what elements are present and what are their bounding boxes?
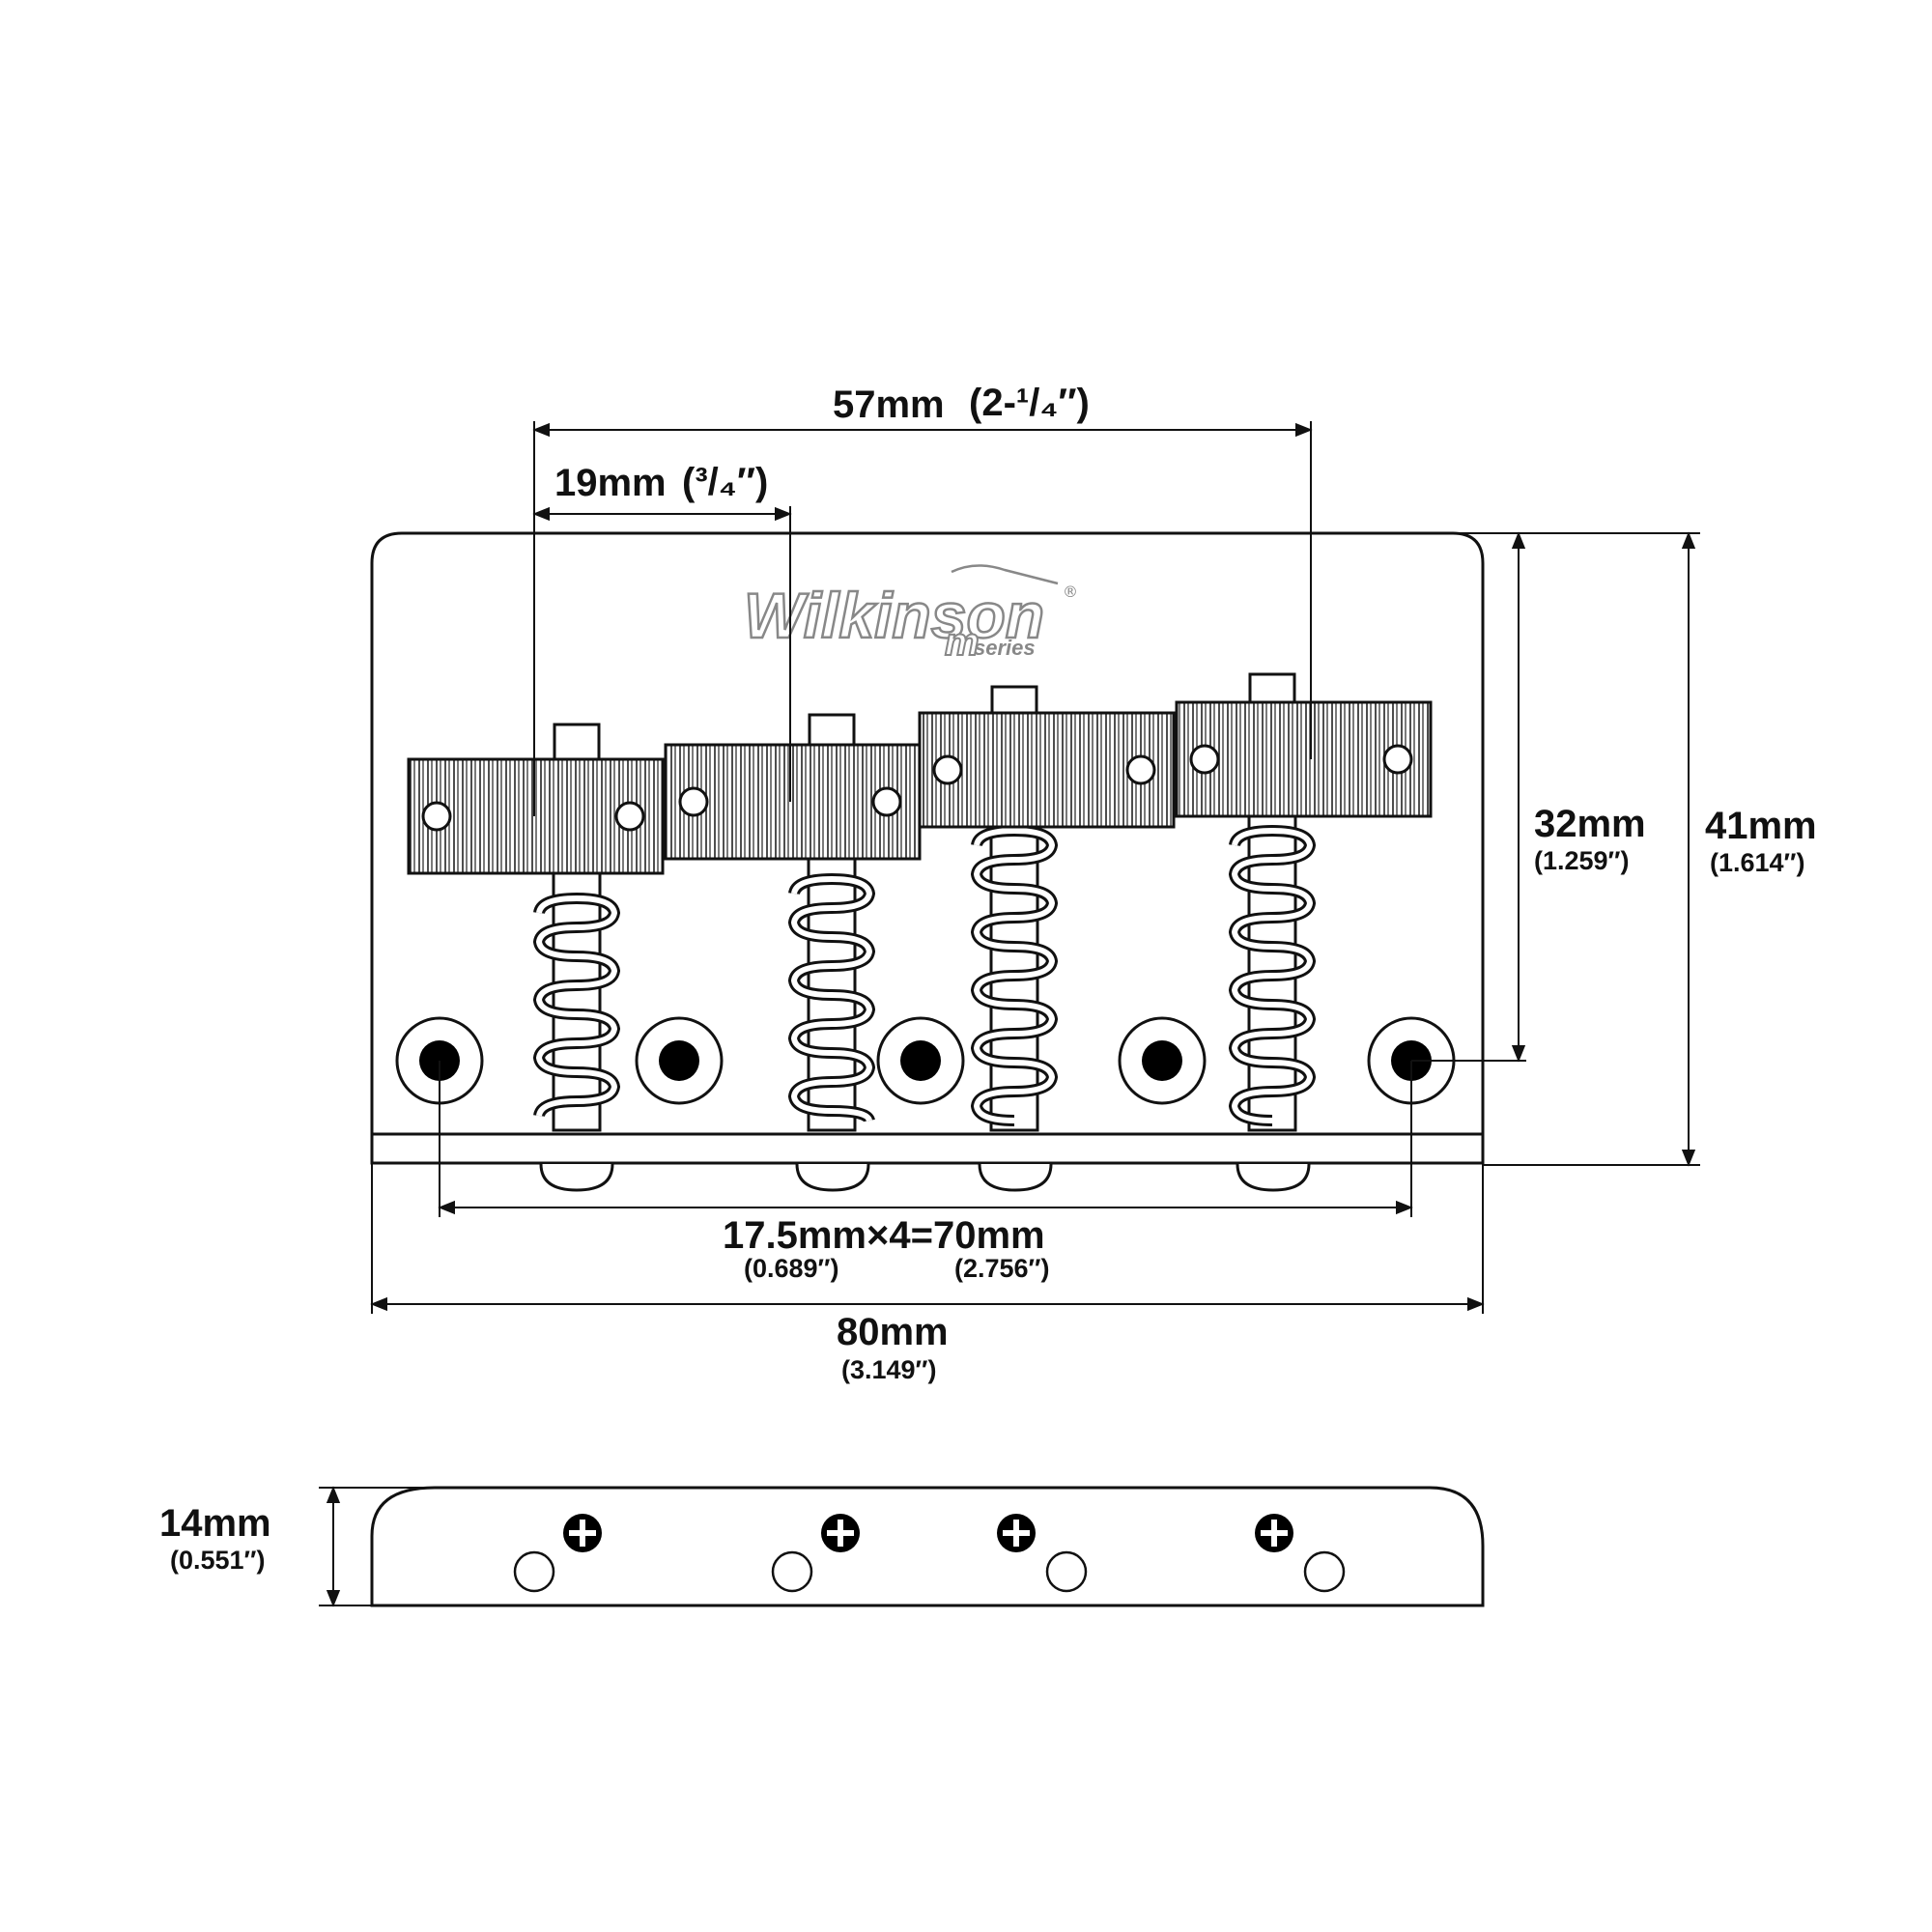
saddle-1-hole-left — [421, 801, 452, 832]
mount-hole-3 — [876, 1016, 965, 1105]
hole-spacing-inch-each: (0.689″) — [744, 1254, 838, 1283]
profile-hole-3 — [1045, 1550, 1088, 1593]
saddle-2-hole-right — [871, 786, 902, 817]
saddle-inch: (³/₄″) — [682, 461, 768, 503]
saddle-1-hole-right — [614, 801, 645, 832]
spread-inch: (2-¹/₄″) — [969, 382, 1090, 424]
saddle-1 — [407, 757, 665, 875]
spread-mm: 57mm — [833, 384, 945, 426]
profile-hole-2 — [771, 1550, 813, 1593]
hole-spacing-mm: 17.5mm×4=70mm — [723, 1214, 1045, 1257]
string-ferrules — [539, 1163, 1311, 1192]
saddle-3 — [918, 711, 1176, 829]
saddle-3-hole-left — [932, 754, 963, 785]
mount-hole-2 — [635, 1016, 724, 1105]
saddle-2-hole-left — [678, 786, 709, 817]
saddle-3-hole-right — [1125, 754, 1156, 785]
wilkinson-logo: Wilkinson m series ® — [743, 564, 1078, 665]
width-inch: (3.149″) — [841, 1355, 936, 1384]
baseplate-lip — [370, 1132, 1485, 1165]
spring-2 — [787, 848, 876, 1132]
mount-height-mm: 32mm — [1534, 803, 1646, 845]
side-profile — [370, 1486, 1485, 1607]
logo-registered: ® — [1063, 582, 1078, 601]
saddle-mm: 19mm — [554, 462, 667, 504]
profile-hole-1 — [513, 1550, 555, 1593]
width-mm: 80mm — [837, 1311, 949, 1353]
spring-1 — [532, 858, 621, 1132]
dimension-lines — [319, 421, 1700, 1607]
saddle-4 — [1175, 700, 1433, 818]
hole-spacing-inch-total: (2.756″) — [954, 1254, 1049, 1283]
saddle-4-hole-left — [1189, 744, 1220, 775]
logo-m: m — [945, 621, 980, 664]
saddles — [407, 700, 1433, 875]
logo-text: Wilkinson — [744, 580, 1044, 651]
saddle-4-hole-right — [1382, 744, 1413, 775]
profile-height-mm: 14mm — [159, 1502, 271, 1545]
profile-screw-2 — [821, 1514, 860, 1552]
total-height-mm: 41mm — [1705, 805, 1817, 847]
mount-height-inch: (1.259″) — [1534, 846, 1629, 875]
profile-height-inch: (0.551″) — [170, 1546, 265, 1575]
logo-series: series — [974, 636, 1036, 660]
dimension-labels: 57mm (2-¹/₄″) 19mm (³/₄″) 32mm (1.259″) … — [159, 382, 1817, 1575]
logo-swoosh — [951, 564, 1059, 585]
saddle-2 — [664, 743, 922, 861]
profile-screw-3 — [997, 1514, 1036, 1552]
baseplate — [370, 531, 1485, 1165]
mount-hole-4 — [1118, 1016, 1207, 1105]
profile-hole-4 — [1303, 1550, 1346, 1593]
profile-screw-4 — [1255, 1514, 1293, 1552]
total-height-inch: (1.614″) — [1710, 848, 1804, 877]
profile-screw-1 — [563, 1514, 602, 1552]
spring-3 — [970, 819, 1059, 1132]
